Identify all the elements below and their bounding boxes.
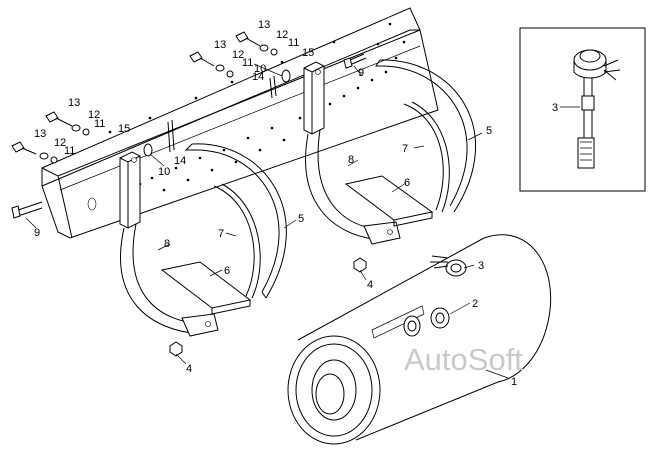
fuel-level-sender [573,49,621,169]
callout-labels: 1 2 3 3 4 4 5 5 6 6 7 7 8 8 9 9 10 10 11… [34,19,558,388]
callout-3-tank: 3 [478,260,484,272]
nut-11-group [50,48,278,164]
callout-11-c: 11 [242,57,253,69]
sender-unit-3-on-tank [430,255,467,277]
strap-5-right [375,59,476,213]
strap-5-left [184,143,287,299]
strap-8-left [120,223,219,337]
callout-7-right: 7 [402,143,408,155]
filler-cap [403,315,421,337]
callout-13-c: 13 [214,39,226,51]
callout-10-left: 10 [158,166,170,178]
callout-14-left: 14 [174,155,186,167]
callout-1: 1 [511,376,517,388]
washer-10-group [143,69,291,157]
callout-5-left: 5 [298,213,304,225]
callout-15-left: 15 [118,123,130,135]
callout-5-right: 5 [486,125,492,137]
callout-4-left: 4 [186,363,192,375]
bolt-9-right [343,53,367,69]
leader-lines [25,63,580,379]
callout-12-a: 12 [88,109,100,121]
callout-13-a: 13 [68,97,80,109]
callout-9-left: 9 [34,227,40,239]
pad-6-left [160,261,252,315]
callout-9-right: 9 [358,67,364,79]
washer-12-group [39,44,269,160]
bracket-right [303,61,325,135]
callout-6-right: 6 [404,177,410,189]
fuel-tank [287,234,552,445]
callout-8-right: 8 [348,154,354,166]
callout-13-d: 13 [258,19,270,31]
callout-12-d: 12 [276,29,288,41]
inset-panel [519,27,646,192]
callout-13-b: 13 [34,128,46,140]
strip-7-left [213,183,261,299]
callout-10-right: 10 [254,63,266,75]
callout-12-c: 12 [232,49,244,61]
bolt-13-group [11,31,261,155]
callout-2: 2 [472,298,478,310]
fuel-cap-2 [430,307,450,329]
frame-rail-rivet-holes [108,22,406,192]
bolt-9-left [11,201,43,219]
callout-8-left: 8 [164,238,170,250]
callout-15-right: 15 [302,47,314,59]
callout-12-b: 12 [54,137,66,149]
pin-14-group [167,75,277,153]
callout-14-right: 14 [252,71,264,83]
callout-11-d: 11 [288,37,299,49]
callout-7-left: 7 [218,228,224,240]
watermark: AutoSoft [404,342,523,377]
nut-4-group [169,257,367,357]
callout-11-b: 11 [64,145,75,157]
callout-6-left: 6 [224,265,230,277]
callout-4-right: 4 [367,279,373,291]
bracket-left [119,151,141,229]
strip-7-right [403,101,450,213]
strap-8-right [305,129,401,245]
callout-11-a: 11 [94,118,105,130]
callout-3-inset: 3 [552,102,558,114]
pad-6-right [344,175,434,227]
